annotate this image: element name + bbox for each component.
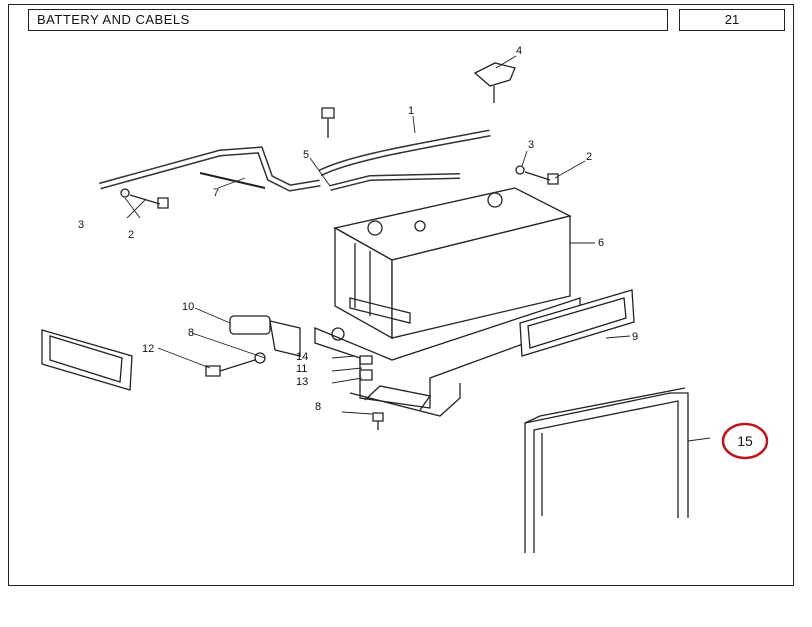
callout-11: 11	[296, 363, 307, 375]
page-title: BATTERY AND CABELS	[28, 9, 668, 31]
hold-down-strap-inset	[510, 388, 760, 553]
mounting-plate-left	[42, 330, 132, 390]
highlight-circle	[723, 424, 767, 458]
bolt-top	[322, 108, 334, 138]
callout-3b: 3	[528, 139, 534, 151]
callout-5: 5	[303, 149, 309, 161]
callout-2b: 2	[586, 151, 592, 163]
battery-exploded-diagram: 1 2 2 3 3 4 5 6 7 8 8 9 10 11 12 13 14 1…	[20, 45, 790, 578]
callout-15: 15	[737, 433, 753, 449]
callout-12: 12	[142, 343, 154, 355]
battery	[335, 188, 570, 338]
callout-4: 4	[516, 45, 522, 57]
relay	[230, 316, 300, 356]
bolt-12	[206, 353, 265, 376]
callout-14: 14	[296, 351, 308, 363]
bolt-right	[516, 166, 558, 184]
callout-6: 6	[598, 237, 604, 249]
battery-tray	[315, 298, 580, 416]
terminal-cap	[475, 63, 515, 86]
callout-7: 7	[213, 187, 219, 199]
callout-2a: 2	[128, 229, 134, 241]
callout-9: 9	[632, 331, 638, 343]
callout-13: 13	[296, 376, 308, 388]
callout-8b: 8	[315, 401, 321, 413]
callout-1: 1	[408, 105, 414, 117]
page-number: 21	[679, 9, 785, 31]
mounting-plate-right	[520, 290, 634, 356]
bolt-left	[121, 189, 168, 208]
callout-8a: 8	[188, 327, 194, 339]
callout-10: 10	[182, 301, 194, 313]
callout-3a: 3	[78, 219, 84, 231]
